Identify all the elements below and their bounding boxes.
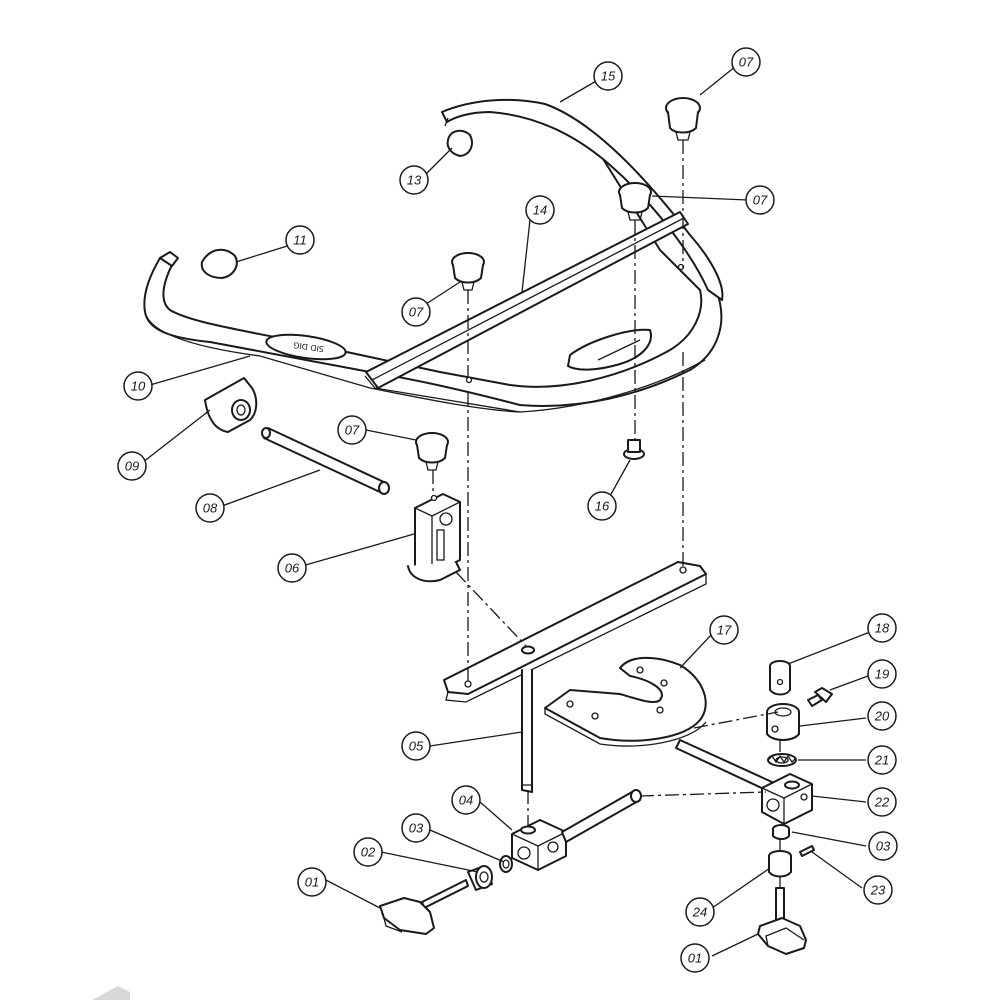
part-07-knob-b	[618, 182, 652, 221]
part-16-screw	[623, 439, 645, 460]
callout-c24: 24	[685, 897, 715, 927]
part-13-ear-cap	[446, 129, 473, 157]
part-18-post	[769, 660, 791, 696]
callout-c16: 16	[587, 491, 617, 521]
svg-text:07: 07	[753, 193, 768, 208]
part-22-block	[761, 773, 813, 825]
part-06-clamp-block	[407, 493, 461, 583]
svg-text:03: 03	[876, 839, 891, 854]
callout-c18: 18	[867, 613, 897, 643]
callout-c10: 10	[123, 371, 153, 401]
svg-text:18: 18	[875, 621, 890, 636]
part-11-ear-cap	[200, 248, 238, 279]
frame-logo: SID DIG	[293, 340, 325, 353]
part-03-spacer-a	[499, 855, 513, 873]
part-23-pin	[799, 845, 815, 857]
svg-text:21: 21	[874, 753, 889, 768]
callout-c23: 23	[863, 875, 893, 905]
part-03-spacer-b	[772, 824, 790, 840]
callout-c15: 15	[593, 61, 623, 91]
part-20-collar	[766, 703, 800, 741]
part-15-top-bar	[441, 98, 724, 301]
callout-c05: 05	[401, 731, 431, 761]
callout-c04: 04	[451, 785, 481, 815]
svg-text:20: 20	[874, 709, 890, 724]
callout-c13: 13	[399, 165, 429, 195]
callout-c09: 09	[117, 451, 147, 481]
part-14-cross-bar	[365, 211, 689, 389]
part-19-screw	[807, 687, 833, 707]
svg-text:03: 03	[409, 821, 424, 836]
svg-text:24: 24	[692, 905, 707, 920]
callout-c11: 11	[285, 225, 315, 255]
svg-text:07: 07	[409, 305, 424, 320]
part-09-bracket	[204, 377, 258, 433]
callout-c14: 14	[525, 195, 555, 225]
part-04-block	[511, 789, 642, 871]
svg-text:10: 10	[131, 379, 146, 394]
part-21-lock-washer	[767, 753, 797, 767]
callout-c03a: 03	[401, 813, 431, 843]
svg-text:05: 05	[409, 739, 424, 754]
svg-text:04: 04	[459, 793, 473, 808]
part-02-collar	[467, 865, 493, 891]
svg-text:13: 13	[407, 173, 422, 188]
callout-c06: 06	[277, 553, 307, 583]
callout-c07c: 07	[401, 297, 431, 327]
svg-text:07: 07	[739, 55, 754, 70]
svg-text:01: 01	[305, 875, 319, 890]
svg-text:19: 19	[875, 667, 889, 682]
callout-c21: 21	[867, 745, 897, 775]
callout-c07d: 07	[337, 415, 367, 445]
callout-c22: 22	[867, 787, 897, 817]
part-07-knob-d	[415, 432, 449, 471]
svg-text:11: 11	[293, 233, 307, 248]
svg-text:01: 01	[688, 951, 702, 966]
callout-c07b: 07	[745, 185, 775, 215]
callout-c20: 20	[867, 701, 897, 731]
part-17-u-plate	[544, 656, 773, 791]
svg-text:16: 16	[595, 499, 610, 514]
callout-c19: 19	[867, 659, 897, 689]
part-07-knob-a	[665, 97, 701, 141]
svg-text:07: 07	[345, 423, 360, 438]
callout-c02: 02	[353, 837, 383, 867]
svg-text:02: 02	[361, 845, 376, 860]
svg-text:14: 14	[533, 203, 547, 218]
svg-text:17: 17	[717, 623, 732, 638]
part-05-t-bar	[443, 561, 707, 793]
svg-text:09: 09	[125, 459, 139, 474]
svg-text:22: 22	[874, 795, 890, 810]
callout-c01a: 01	[297, 867, 327, 897]
svg-text:06: 06	[285, 561, 300, 576]
svg-text:15: 15	[601, 69, 616, 84]
callout-c01b: 01	[680, 943, 710, 973]
callout-c17: 17	[709, 615, 739, 645]
callout-c07a: 07	[731, 47, 761, 77]
callout-c03b: 03	[868, 831, 898, 861]
part-08-rod	[261, 427, 390, 495]
part-01-thumbscrew-a	[379, 879, 469, 935]
corner-mark	[92, 986, 130, 1000]
part-01-thumbscrew-b	[757, 887, 807, 955]
callout-c08: 08	[195, 493, 225, 523]
svg-text:08: 08	[203, 501, 218, 516]
part-24-collar	[768, 850, 792, 878]
svg-text:23: 23	[870, 883, 886, 898]
